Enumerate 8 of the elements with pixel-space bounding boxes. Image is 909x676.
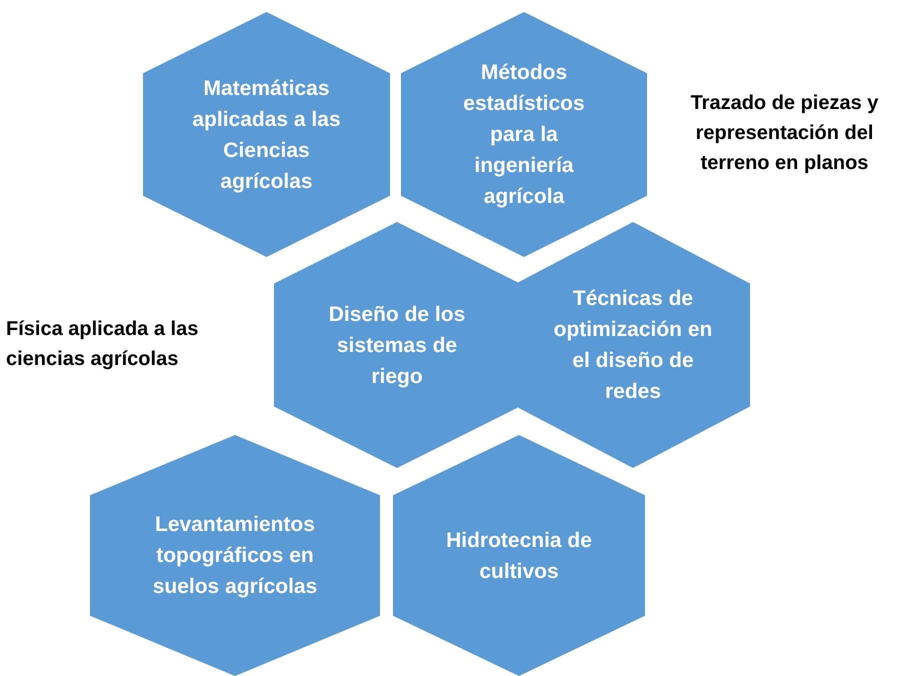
- hexagon-label: Diseño de los sistemas de riego: [328, 302, 466, 390]
- hexagon-label: Métodos estadísticos para la ingeniería agrícola: [462, 60, 586, 210]
- side-note: Trazado de piezas y representación del terreno en planos: [690, 91, 880, 176]
- hexagon-label: Técnicas de optimización en el diseño de redes: [552, 286, 714, 405]
- hexagon-label: Levantamientos topográficos en suelos agrícolas: [152, 512, 318, 600]
- hexagon-label: Matemáticas aplicadas a las Ciencias agrícolas: [191, 76, 342, 194]
- side-note: Física aplicada a las ciencias agrícolas: [6, 317, 200, 372]
- hexagon-label: Hidrotecnia de cultivos: [445, 528, 593, 584]
